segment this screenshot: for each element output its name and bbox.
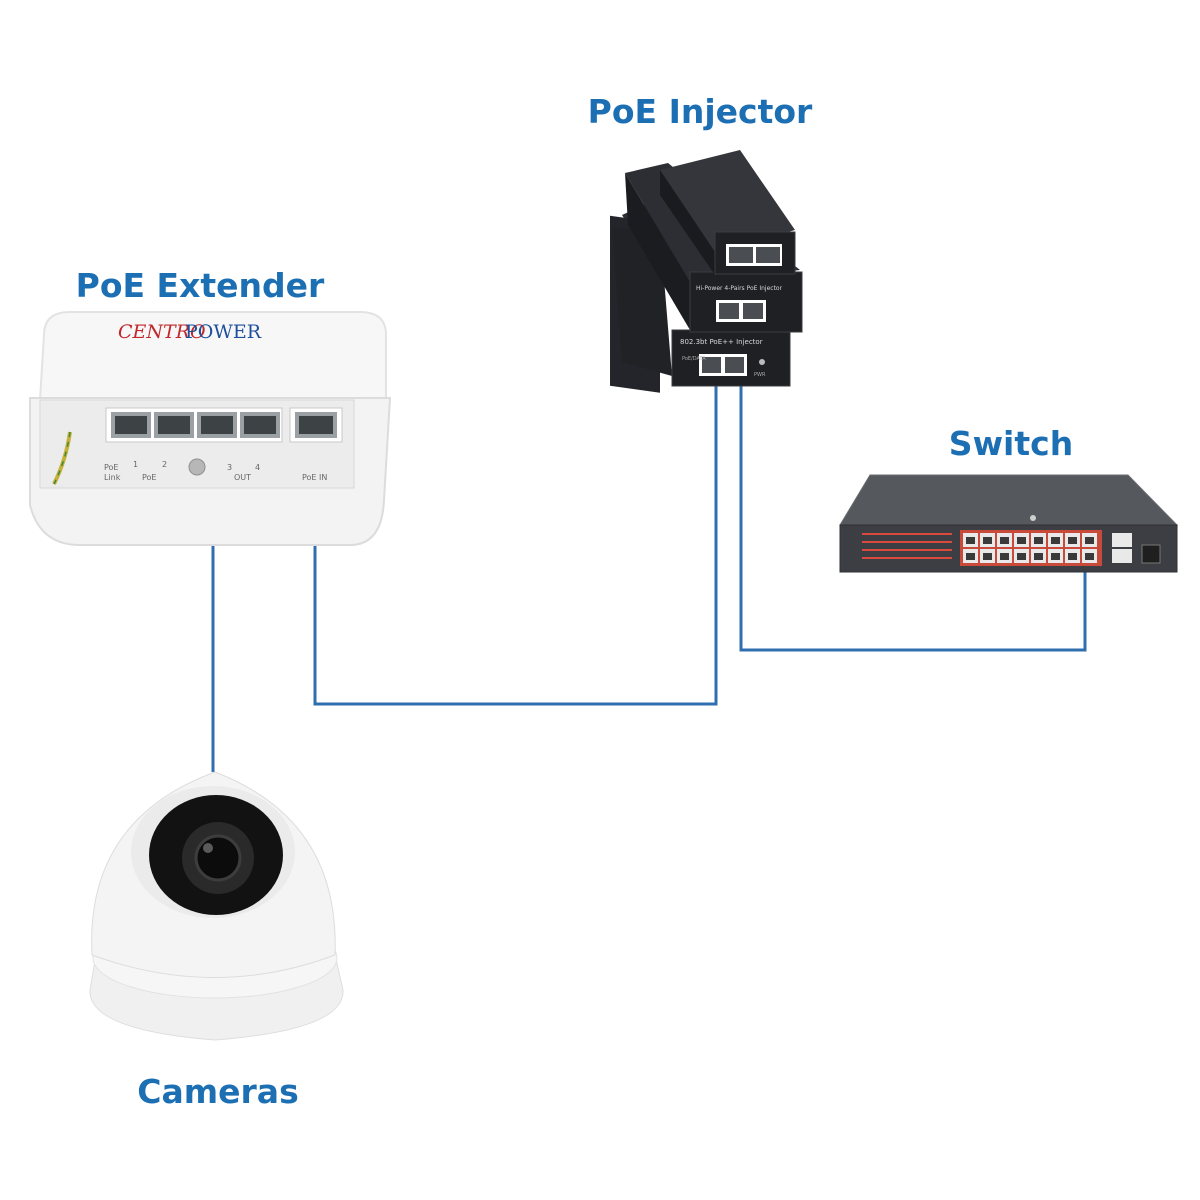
injector-bottom-text: 802.3bt PoE++ Injector: [680, 338, 763, 346]
brand-power: POWER: [185, 321, 262, 343]
label-cameras: Cameras: [137, 1072, 299, 1111]
port-number-2: 2: [162, 460, 167, 469]
network-switch-device: [839, 474, 1179, 573]
extender-port-3: [197, 412, 237, 438]
poe-injector-device: 802.3bt PoE++ Injector PoE/DATA PWR Hi-P…: [610, 150, 803, 393]
cable-extender-to-injector: [313, 368, 718, 706]
extender-port-1: [111, 412, 151, 438]
legend-poe: PoE: [104, 463, 119, 472]
label-switch: Switch: [948, 424, 1074, 463]
label-poe-injector: PoE Injector: [587, 92, 813, 131]
cable-injector-to-switch: [739, 368, 1087, 652]
port-number-1: 1: [133, 460, 138, 469]
brand-centro: CENTRO: [118, 321, 206, 343]
uplink-label: PoE IN: [302, 473, 327, 482]
screw-icon: [188, 458, 206, 476]
dome-camera-device: [89, 771, 344, 1041]
port-number-3: 3: [227, 463, 232, 472]
extender-port-4: [240, 412, 280, 438]
legend-link: Link: [104, 473, 121, 482]
label-poe-extender: PoE Extender: [75, 266, 325, 305]
group-label-out: OUT: [234, 473, 251, 482]
injector-middle-text: Hi-Power 4-Pairs PoE Injector: [696, 285, 783, 292]
injector-port-poe-label: PoE/DATA: [682, 356, 706, 362]
injector-pwr-label: PWR: [754, 372, 766, 378]
group-label-poe: PoE: [142, 473, 157, 482]
extender-port-2: [154, 412, 194, 438]
extender-port-poe-in: [295, 412, 337, 438]
port-number-4: 4: [255, 463, 260, 472]
poe-extender-device: CENTRO POWER: [29, 311, 392, 546]
